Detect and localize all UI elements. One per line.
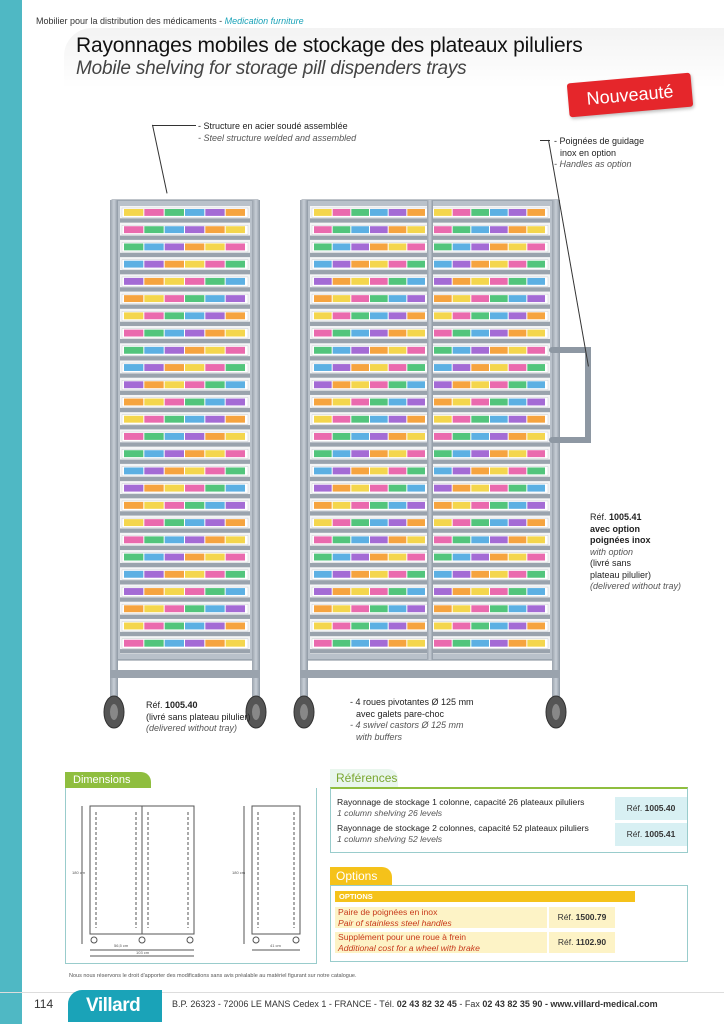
page-title: Rayonnages mobiles de stockage des plate… bbox=[76, 34, 583, 57]
references-heading: Références bbox=[330, 769, 398, 787]
annotation-ref-1005-41: Réf. 1005.41 avec option poignées inox w… bbox=[590, 512, 682, 591]
left-color-bar bbox=[0, 0, 22, 1024]
single-column-rack bbox=[103, 199, 267, 729]
footer-address: B.P. 26323 - 72006 LE MANS Cedex 1 - FRA… bbox=[172, 999, 658, 1009]
ref-cell: Réf. 1500.79 bbox=[549, 907, 615, 928]
category-line: Mobilier pour la distribution des médica… bbox=[36, 16, 304, 26]
annotation-ref-1005-40: Réf. 1005.40 (livré sans plateau pilulie… bbox=[146, 700, 251, 733]
product-image bbox=[103, 199, 591, 729]
page-number: 114 bbox=[34, 997, 54, 1011]
references-table: Rayonnage de stockage 1 colonne, capacit… bbox=[330, 787, 688, 853]
annotation-structure: - Structure en acier soudé assemblée - S… bbox=[198, 121, 357, 143]
dimension-drawing bbox=[81, 805, 301, 957]
dim-height-2: 180 cm bbox=[232, 870, 246, 875]
options-label: OPTIONS bbox=[335, 891, 635, 902]
dim-width-1: 56,5 cm bbox=[114, 943, 129, 948]
annotation-castors: - 4 roues pivotantes Ø 125 mm avec galet… bbox=[350, 697, 474, 742]
disclaimer: Nous nous réservons le droit d'apporter … bbox=[69, 973, 357, 979]
dim-height-1: 180 cm bbox=[72, 870, 86, 875]
dim-depth-1: 103 cm bbox=[136, 950, 150, 955]
annotation-handles: - Poignées de guidage inox en option - H… bbox=[554, 136, 645, 169]
dimensions-box: 180 cm 56,5 cm 103 cm 180 cm 41 cm bbox=[65, 788, 317, 964]
double-column-rack bbox=[293, 199, 591, 729]
options-heading: Options bbox=[330, 867, 392, 885]
footer-divider bbox=[0, 992, 724, 993]
leader-line bbox=[152, 125, 196, 126]
ref-cell: Réf. 1102.90 bbox=[549, 932, 615, 953]
table-row: Rayonnage de stockage 2 colonnes, capaci… bbox=[337, 823, 687, 848]
table-row: Rayonnage de stockage 1 colonne, capacit… bbox=[337, 797, 687, 822]
villard-logo: Villard bbox=[68, 990, 162, 1022]
leader-line bbox=[540, 140, 550, 141]
ref-cell: Réf. 1005.40 bbox=[615, 797, 687, 820]
title-box bbox=[64, 28, 724, 88]
dim-width-2: 41 cm bbox=[270, 943, 281, 948]
ref-cell: Réf. 1005.41 bbox=[615, 823, 687, 846]
page-subtitle: Mobile shelving for storage pill dispend… bbox=[76, 58, 467, 79]
dimensions-heading: Dimensions bbox=[65, 772, 151, 788]
